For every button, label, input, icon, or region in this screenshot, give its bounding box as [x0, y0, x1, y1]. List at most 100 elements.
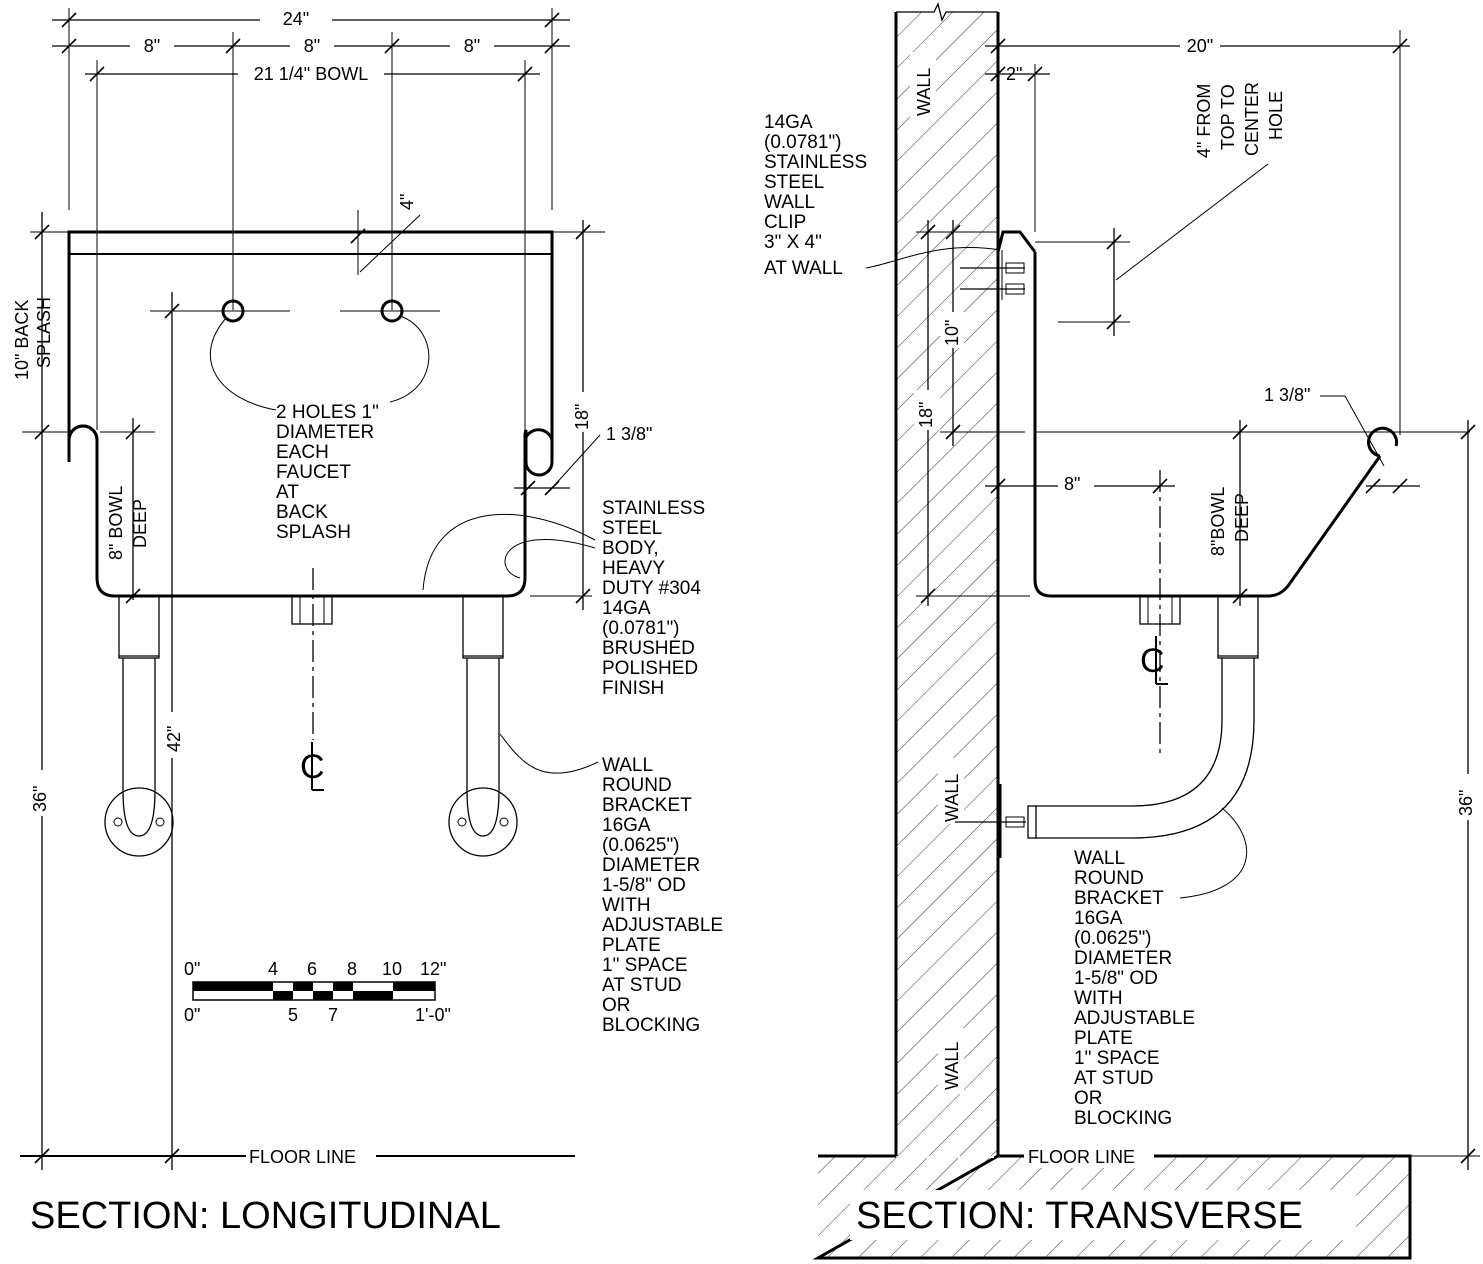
svg-text:BODY,: BODY,	[602, 538, 659, 559]
svg-text:CENTER: CENTER	[1242, 82, 1262, 156]
svg-text:1" SPACE: 1" SPACE	[602, 955, 688, 976]
dim-4-label: 4"	[397, 194, 417, 210]
leg-bracket-side	[955, 595, 1259, 858]
svg-text:PLATE: PLATE	[602, 935, 661, 956]
svg-text:1'-0": 1'-0"	[415, 1005, 451, 1025]
svg-text:BLOCKING: BLOCKING	[1074, 1108, 1172, 1129]
svg-text:BRACKET: BRACKET	[1074, 888, 1164, 909]
svg-text:12": 12"	[420, 959, 446, 979]
svg-text:WALL: WALL	[942, 774, 962, 822]
svg-text:EACH: EACH	[276, 442, 329, 463]
svg-text:4: 4	[268, 959, 278, 979]
transverse-section: WALL WALL WALL 20" 2" 4" FROM TOP TO CEN…	[764, 2, 1480, 1260]
svg-text:4" FROM: 4" FROM	[1194, 84, 1214, 158]
svg-text:C: C	[1140, 642, 1165, 680]
svg-text:ROUND: ROUND	[602, 775, 672, 796]
floor-line-label: FLOOR LINE	[249, 1147, 356, 1167]
wall-labels: WALL WALL WALL	[910, 52, 964, 1094]
dim-36-left: 36"	[30, 786, 50, 812]
svg-text:16GA: 16GA	[602, 815, 651, 836]
svg-text:BACK: BACK	[276, 502, 328, 523]
svg-text:8: 8	[347, 959, 357, 979]
svg-text:WITH: WITH	[602, 895, 651, 916]
dim-depth: 20" 2"	[985, 30, 1410, 435]
svg-text:WALL: WALL	[764, 192, 815, 213]
svg-text:8": 8"	[1064, 474, 1080, 494]
svg-text:2": 2"	[1006, 64, 1022, 84]
leaders-longitudinal	[209, 315, 599, 774]
svg-text:14GA: 14GA	[602, 598, 651, 619]
svg-text:(0.0625"): (0.0625")	[602, 835, 680, 856]
dim-thirds: 8" 8" 8"	[52, 32, 570, 310]
bowl-deep-line1: 8" BOWL	[106, 486, 126, 560]
svg-text:BRACKET: BRACKET	[602, 795, 692, 816]
svg-text:WALL: WALL	[914, 68, 934, 116]
svg-text:8"BOWL: 8"BOWL	[1208, 487, 1228, 556]
title-transverse: SECTION: TRANSVERSE	[856, 1195, 1303, 1237]
note-wall-clip: 14GA (0.0781") STAINLESS STEEL WALL CLIP…	[764, 112, 1001, 279]
bowl-deep-line2: DEEP	[130, 499, 150, 548]
svg-text:STAINLESS: STAINLESS	[764, 152, 867, 173]
svg-text:HOLE: HOLE	[1266, 91, 1286, 140]
dim-8-right: 8"	[464, 36, 480, 56]
dim-8-left: 8"	[144, 36, 160, 56]
svg-text:18": 18"	[916, 402, 936, 428]
backsplash-line1: 10" BACK	[12, 300, 32, 380]
svg-text:POLISHED: POLISHED	[602, 658, 698, 679]
title-longitudinal: SECTION: LONGITUDINAL	[30, 1195, 501, 1237]
svg-text:(0.0781"): (0.0781")	[764, 132, 842, 153]
svg-text:DIAMETER: DIAMETER	[1074, 948, 1172, 969]
dim-hole-note: 4" FROM TOP TO CENTER HOLE	[1035, 82, 1286, 336]
svg-text:ADJUSTABLE: ADJUSTABLE	[602, 915, 723, 936]
svg-text:0": 0"	[184, 1005, 200, 1025]
dim-42: 42"	[164, 726, 184, 752]
svg-text:FINISH: FINISH	[602, 678, 664, 699]
note-faucet-holes: 2 HOLES 1" DIAMETER EACH FAUCET AT BACK …	[276, 402, 379, 543]
svg-text:AT STUD: AT STUD	[1074, 1068, 1154, 1089]
svg-text:16GA: 16GA	[1074, 908, 1123, 929]
svg-text:ADJUSTABLE: ADJUSTABLE	[1074, 1008, 1195, 1029]
svg-text:DIAMETER: DIAMETER	[276, 422, 374, 443]
svg-text:AT STUD: AT STUD	[602, 975, 682, 996]
note-bracket-transverse: WALL ROUND BRACKET 16GA (0.0625") DIAMET…	[1074, 807, 1248, 1129]
svg-text:DUTY #304: DUTY #304	[602, 578, 701, 599]
svg-text:HEAVY: HEAVY	[602, 558, 665, 579]
dim-rim-left: 1 3/8"	[606, 424, 652, 444]
svg-text:10: 10	[382, 959, 402, 979]
svg-text:ROUND: ROUND	[1074, 868, 1144, 889]
dim-left-heights: 10" BACK SPLASH 36" 42" 8" BOWL DEEP	[12, 212, 184, 1170]
svg-text:1" SPACE: 1" SPACE	[1074, 1048, 1160, 1069]
svg-text:AT WALL: AT WALL	[764, 258, 843, 279]
centerline-transverse: C	[1140, 470, 1168, 755]
svg-text:BLOCKING: BLOCKING	[602, 1015, 700, 1036]
svg-text:WALL: WALL	[1074, 848, 1125, 869]
longitudinal-section: 24" 8" 8" 8" 21 1/4" BOWL	[12, 8, 723, 1237]
svg-text:5: 5	[288, 1005, 298, 1025]
svg-text:FAUCET: FAUCET	[276, 462, 351, 483]
svg-text:CLIP: CLIP	[764, 212, 806, 233]
svg-text:TOP TO: TOP TO	[1218, 84, 1238, 150]
svg-text:AT: AT	[276, 482, 299, 503]
svg-text:STEEL: STEEL	[602, 518, 662, 539]
dim-hole-offset: 4"	[350, 194, 421, 275]
svg-text:BRUSHED: BRUSHED	[602, 638, 695, 659]
dim-bowl-label: 21 1/4" BOWL	[254, 64, 368, 84]
svg-text:1 3/8": 1 3/8"	[1264, 385, 1310, 405]
svg-text:STAINLESS: STAINLESS	[602, 498, 705, 519]
svg-text:WALL: WALL	[942, 1042, 962, 1090]
svg-text:FLOOR LINE: FLOOR LINE	[1028, 1147, 1135, 1167]
svg-text:SPLASH: SPLASH	[276, 522, 351, 543]
dim-transverse-heights: 10" 18" 8" 8"BOWL DEEP 1 3/8" 36"	[914, 220, 1480, 1170]
svg-text:7: 7	[328, 1005, 338, 1025]
svg-text:2 HOLES 1": 2 HOLES 1"	[276, 402, 379, 423]
floor-line-transverse: FLOOR LINE	[1024, 1146, 1154, 1168]
svg-text:20": 20"	[1187, 36, 1213, 56]
dim-8-mid: 8"	[304, 36, 320, 56]
svg-text:14GA: 14GA	[764, 112, 813, 133]
centerline-longitudinal: C	[300, 568, 325, 791]
svg-text:DIAMETER: DIAMETER	[602, 855, 700, 876]
svg-text:PLATE: PLATE	[1074, 1028, 1133, 1049]
svg-text:STEEL: STEEL	[764, 172, 824, 193]
svg-text:WALL: WALL	[602, 755, 653, 776]
leg-brackets-front	[104, 595, 518, 857]
